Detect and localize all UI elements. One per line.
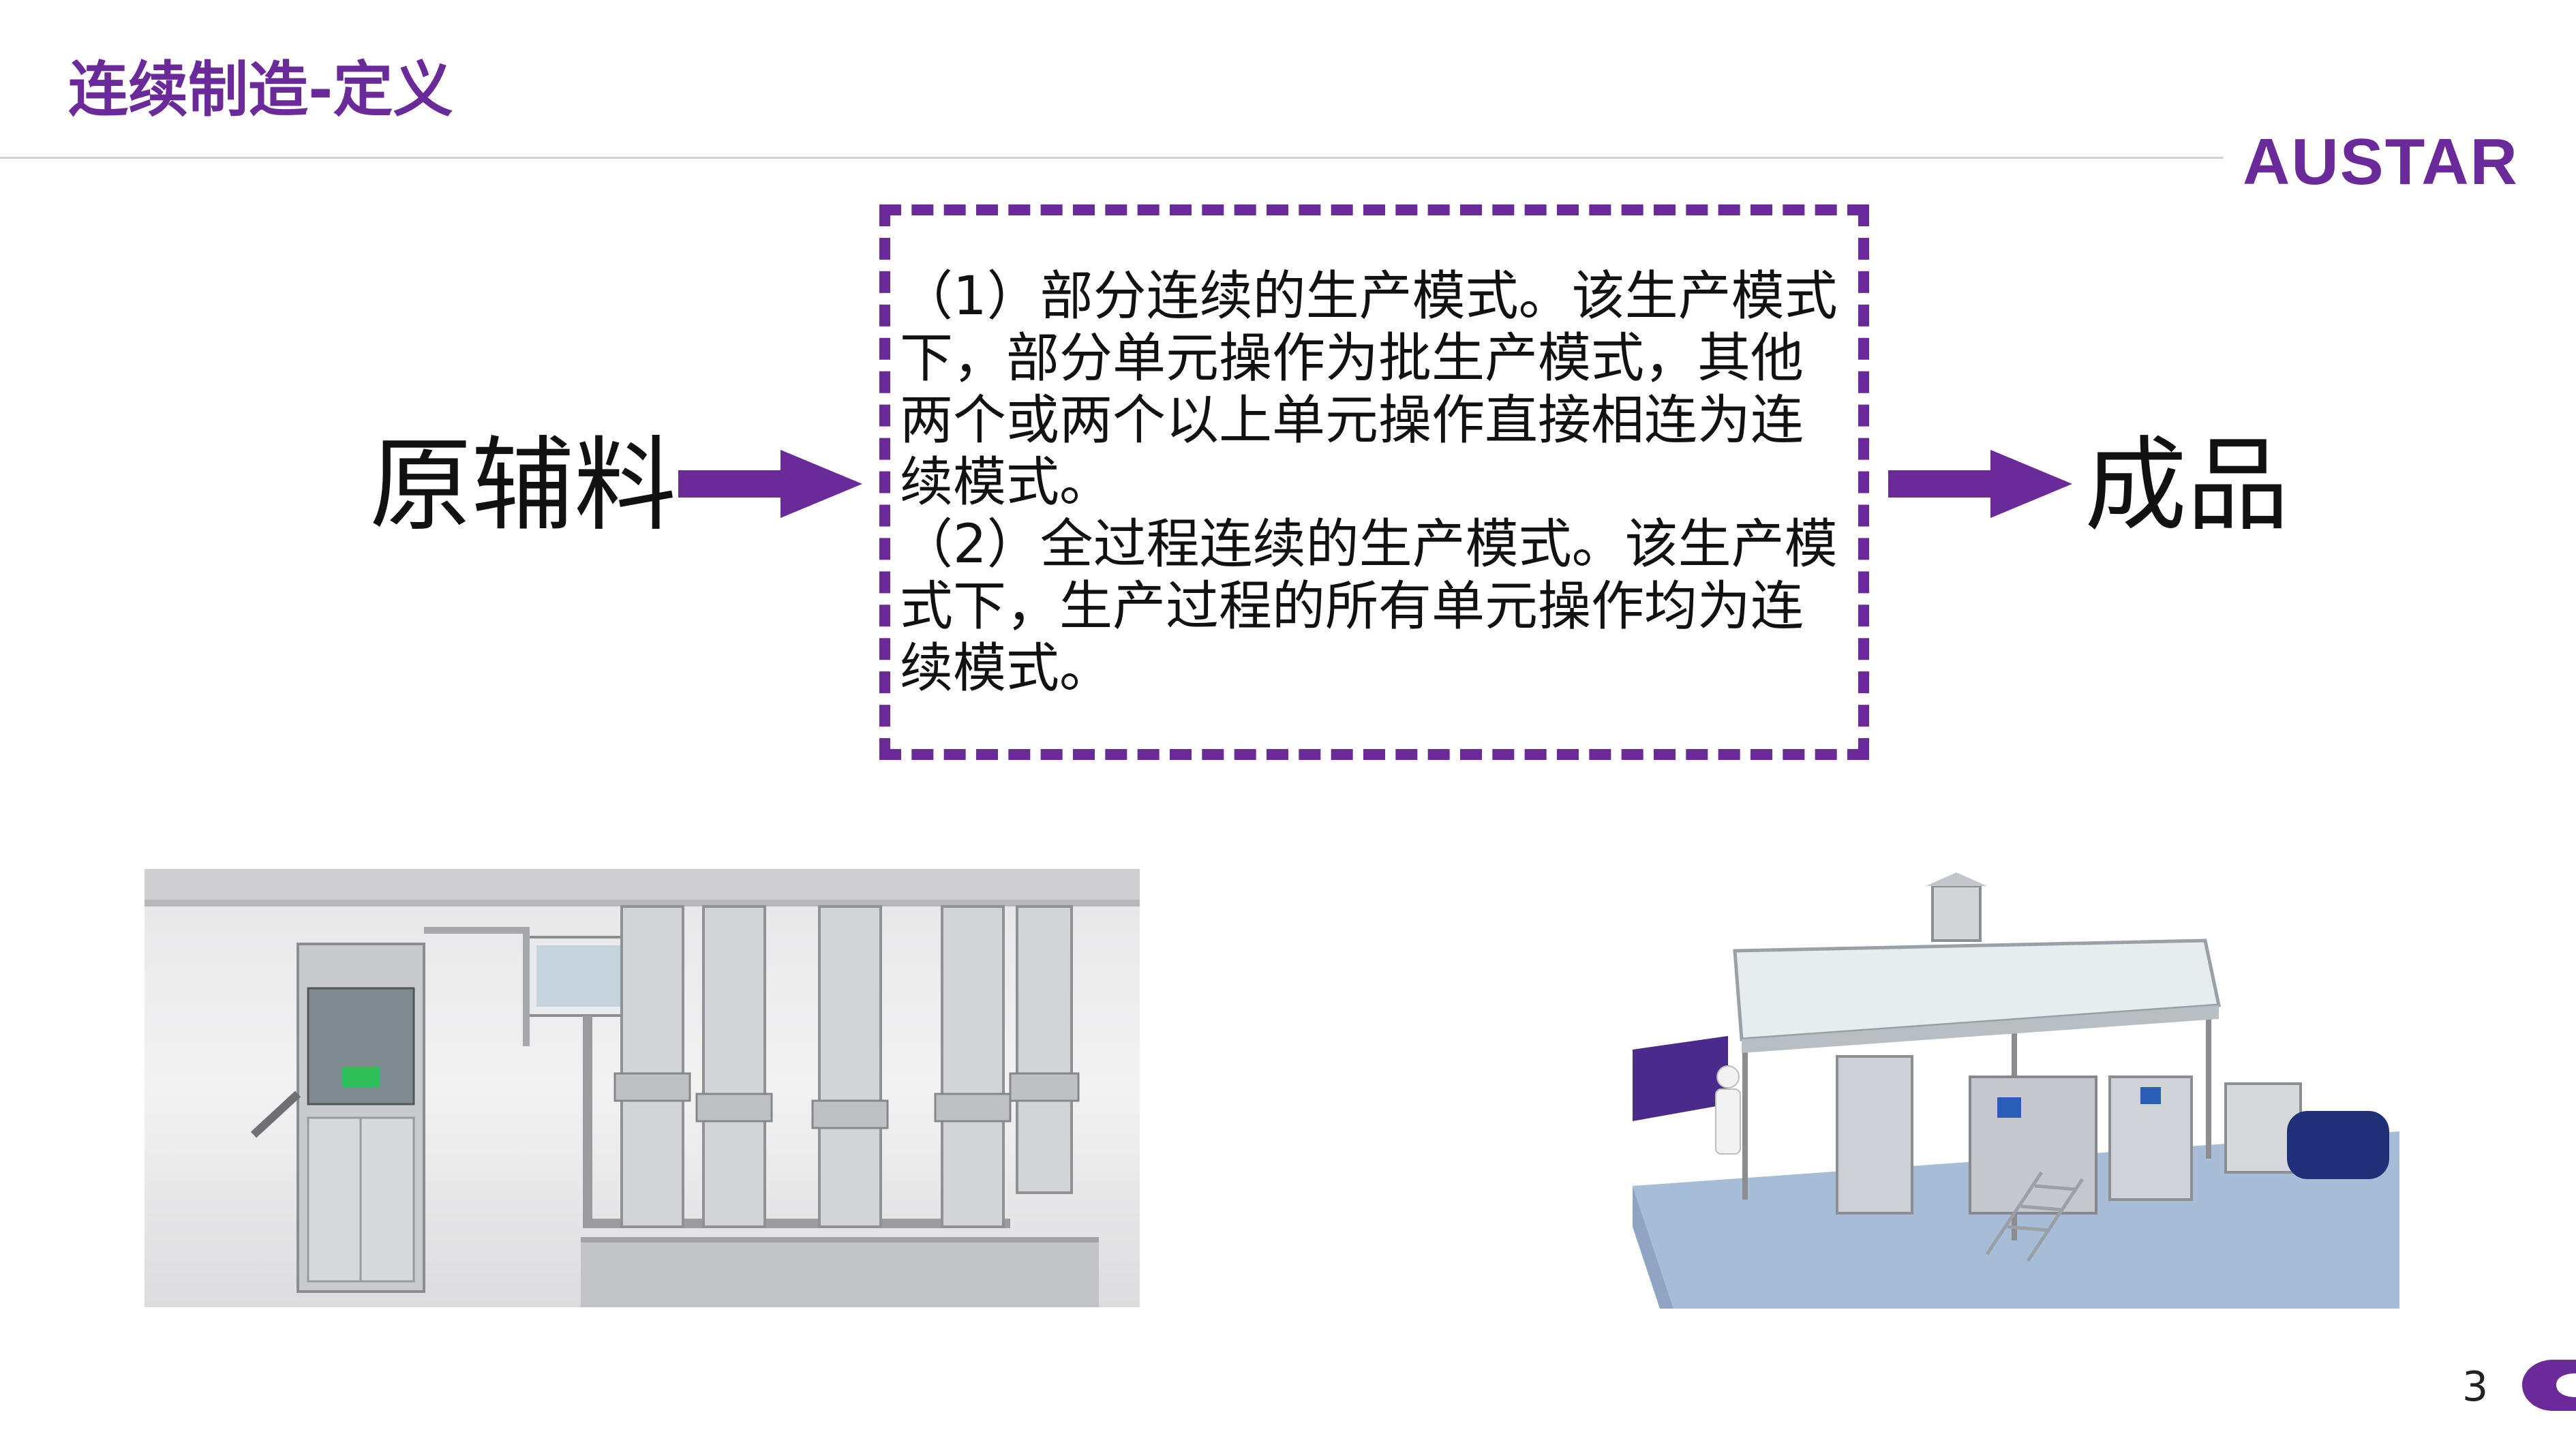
- brand-logo: AUSTAR: [2243, 125, 2519, 198]
- slide-title: 连续制造-定义: [68, 55, 453, 125]
- definition-text: （1）部分连续的生产模式。该生产模式下，部分单元操作为批生产模式，其他两个或两个…: [900, 266, 1847, 700]
- definition-item-2: （2）全过程连续的生产模式。该生产模式下，生产过程的所有单元操作均为连续模式。: [900, 514, 1838, 699]
- definition-box: [879, 204, 1869, 760]
- header-divider: [0, 157, 2224, 159]
- definition-item-1: （1）部分连续的生产模式。该生产模式下，部分单元操作为批生产模式，其他两个或两个…: [900, 266, 1838, 513]
- corner-brand-mark-icon: [2522, 1360, 2576, 1411]
- right-arrow-icon: [678, 450, 862, 518]
- output-label: 成品: [2085, 427, 2290, 545]
- tablet-press-line-image: [145, 869, 1140, 1307]
- input-label: 原辅料: [369, 427, 677, 545]
- continuous-plant-image: [1633, 872, 2399, 1309]
- right-arrow-icon: [1888, 450, 2072, 518]
- page-number: 3: [2462, 1363, 2489, 1411]
